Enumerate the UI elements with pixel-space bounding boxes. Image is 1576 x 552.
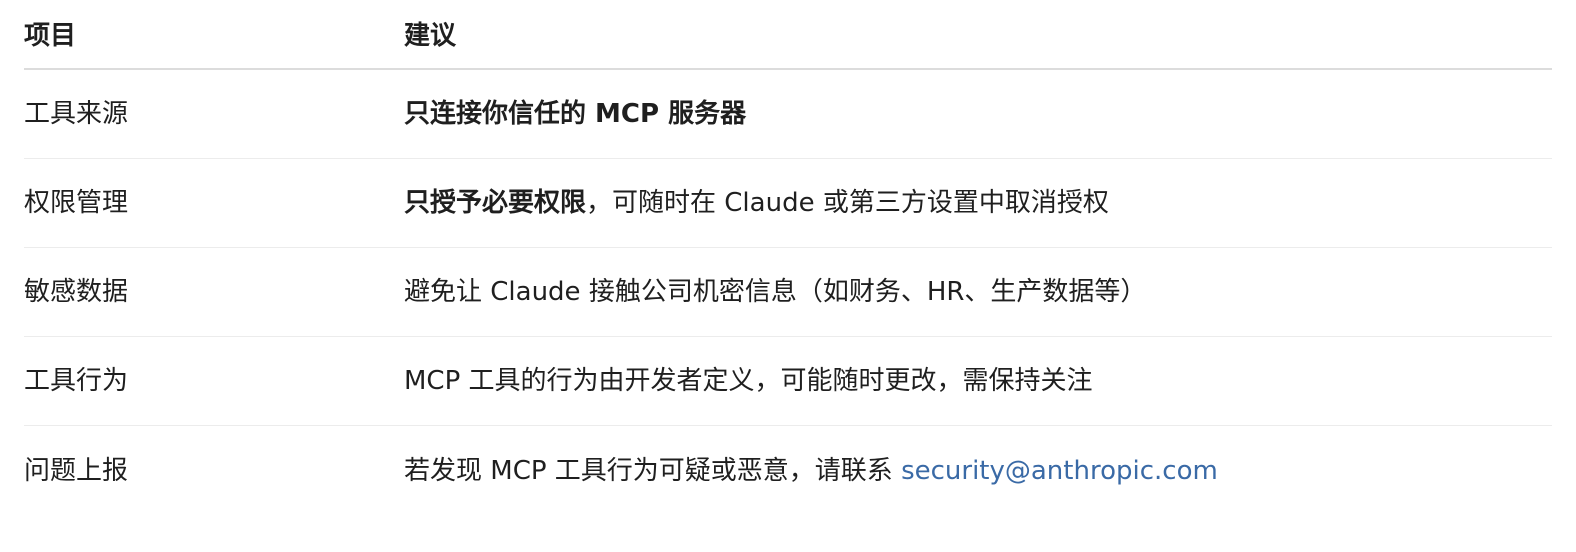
table-row: 工具来源 只连接你信任的 MCP 服务器: [24, 70, 1552, 159]
table-row: 问题上报 若发现 MCP 工具行为可疑或恶意，请联系 security@anth…: [24, 426, 1552, 515]
table-row: 敏感数据 避免让 Claude 接触公司机密信息（如财务、HR、生产数据等）: [24, 248, 1552, 337]
advice-text: MCP 工具的行为由开发者定义，可能随时更改，需保持关注: [404, 366, 1093, 396]
table-header-row: 项目 建议: [24, 0, 1552, 70]
advice-text: 若发现 MCP 工具行为可疑或恶意，请联系: [404, 455, 902, 486]
advice-text: ，可随时在 Claude 或第三方设置中取消授权: [586, 188, 1109, 218]
row-item-label: 敏感数据: [24, 277, 129, 307]
row-advice: 避免让 Claude 接触公司机密信息（如财务、HR、生产数据等）: [404, 279, 1552, 305]
advice-bold-text: 只授予必要权限: [404, 188, 587, 218]
advice-bold-text: 只连接你信任的 MCP 服务器: [404, 99, 747, 129]
row-item-label: 权限管理: [24, 188, 129, 218]
advice-table: 项目 建议 工具来源 只连接你信任的 MCP 服务器 权限管理 只授予必要权限，…: [24, 0, 1552, 515]
security-email-link[interactable]: security@anthropic.com: [901, 455, 1218, 486]
row-advice: 若发现 MCP 工具行为可疑或恶意，请联系 security@anthropic…: [404, 458, 1552, 484]
row-item-label: 问题上报: [24, 455, 129, 486]
row-advice: MCP 工具的行为由开发者定义，可能随时更改，需保持关注: [404, 368, 1552, 394]
row-item-label: 工具行为: [24, 366, 129, 396]
table-row: 权限管理 只授予必要权限，可随时在 Claude 或第三方设置中取消授权: [24, 159, 1552, 248]
row-advice: 只连接你信任的 MCP 服务器: [404, 101, 1552, 127]
header-advice: 建议: [404, 21, 457, 51]
table-row: 工具行为 MCP 工具的行为由开发者定义，可能随时更改，需保持关注: [24, 337, 1552, 426]
header-item: 项目: [24, 21, 77, 51]
advice-text: 避免让 Claude 接触公司机密信息（如财务、HR、生产数据等）: [404, 277, 1147, 307]
row-advice: 只授予必要权限，可随时在 Claude 或第三方设置中取消授权: [404, 190, 1552, 216]
row-item-label: 工具来源: [24, 99, 129, 129]
